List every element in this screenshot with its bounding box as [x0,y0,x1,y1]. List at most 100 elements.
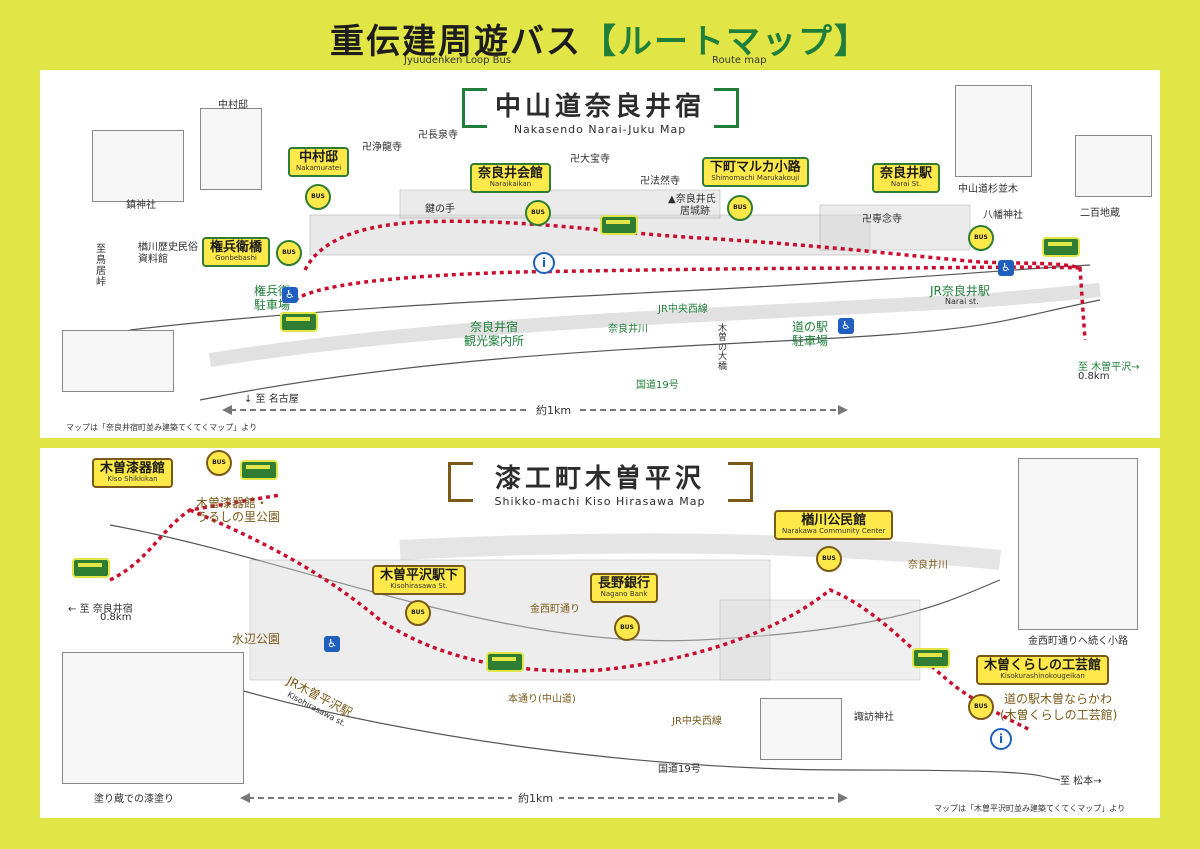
title-bracket-right [728,462,753,502]
label-to-matsumoto: 至 松本→ [1060,776,1102,787]
bus-stop-pin-kisohirasawa[interactable]: BUS [405,600,431,626]
label-roadside2: 駐車場 [792,334,829,348]
stop-naraikaikan-jp: 奈良井会館 [478,166,544,181]
scale-label-bottom: 約1km [512,790,560,806]
title-main: 重伝建周遊バス [330,22,582,62]
label-chinju: 鎮神社 [126,200,156,211]
bus-icon [280,312,318,332]
stop-nakamuratei-jp: 中村邸 [299,150,339,165]
label-to-kiso-dist: 0.8km [1078,371,1110,382]
label-michinoeki2: (木曽くらしの工芸館) [1000,708,1118,722]
credit-top: マップは「奈良井宿町並み建築てくてくマップ」より [66,423,258,432]
bus-stop-pin-naraikaikan[interactable]: BUS [525,200,551,226]
stop-shimomachi[interactable]: 下町マルカ小路 Shimomachi Marukakouji [702,157,809,187]
label-jr-narai-en: Narai st. [945,297,979,306]
stop-gonbebashi-jp: 権兵衛橋 [210,240,263,255]
stop-kurashi-kougeikan[interactable]: 木曽くらしの工芸館 Kisokurashinokougeikan [976,655,1110,685]
stop-kiso-shikkikan[interactable]: 木曽漆器館 Kiso Shikkikan [92,458,174,488]
stop-kisohirasawa-en: Kisohirasawa St. [390,582,448,591]
bus-icon [240,460,278,480]
label-hotakuji: 卍法然寺 [640,176,680,187]
info-icon[interactable]: i [533,252,555,274]
road-19-bottom [239,689,1061,781]
label-kagi: 鍵の手 [425,204,455,215]
stop-kisohirasawa-jp: 木曽平沢駅下 [380,568,459,583]
label-gonbe-parking: 権兵衛 [254,284,291,298]
bus-stop-pin-nakamuratei[interactable]: BUS [305,184,331,210]
bus-stop-pin-gonbebashi[interactable]: BUS [276,240,302,266]
label-daihoji: 卍大宝寺 [570,154,610,165]
label-narai-ruins: ▲奈良井氏 [668,194,716,205]
label-narai-info: 奈良井宿 [470,320,519,334]
sketch-suwa-shrine [760,698,842,760]
bus-stop-pin-kurashi[interactable]: BUS [968,694,994,720]
title-bracket-left [448,462,473,502]
sketch-shrine [92,130,184,202]
credit-bottom: マップは「木曽平沢町並み建築てくてくマップ」より [934,804,1126,813]
label-route19-top: 国道19号 [636,380,679,391]
sketch-lacquer-workshop [62,652,244,784]
stop-nagano-bank[interactable]: 長野銀行 Nagano Bank [590,573,659,603]
stop-shikkikan-en: Kiso Shikkikan [107,475,158,484]
label-to-narai: ← 至 奈良井宿 [68,604,133,615]
stop-nagano-en: Nagano Bank [600,590,648,599]
label-jorakuji: 卍浄龍寺 [362,142,402,153]
bus-stop-pin-narakawa[interactable]: BUS [816,546,842,572]
label-senjuji: 卍専念寺 [862,214,902,225]
restroom-icon: ♿ [324,636,340,652]
stop-naraikaikan-en: Naraikaikan [489,180,532,189]
label-to-nagoya: ↓ 至 名古屋 [244,394,299,405]
subtitle-route: Route map [712,55,767,66]
label-urushi-park: 木曽漆器館・ [196,496,269,510]
stop-narakawa-jp: 楢川公民館 [801,513,867,528]
bus-stop-pin-nagano[interactable]: BUS [614,615,640,641]
narai-map-title: 中山道奈良井宿 Nakasendo Narai-Juku Map [480,86,720,136]
label-jr-line-bottom: JR中央西線 [672,716,722,727]
label-museum: 楢川歴史民俗 [138,242,198,253]
title-route: 【ルートマップ】 [582,22,870,62]
bus-stop-pin-shikkikan[interactable]: BUS [206,450,232,476]
stop-naraikaikan[interactable]: 奈良井会館 Naraikaikan [470,163,552,193]
stop-narai-st-jp: 奈良井駅 [880,166,933,181]
stop-narai-st-en: Narai St. [890,180,922,189]
label-nakamura: 中村邸 [218,100,248,111]
label-to-kiso: 至 木曽平沢→ [1078,362,1140,373]
stop-narai-st[interactable]: 奈良井駅 Narai St. [872,163,941,193]
stop-gonbebashi[interactable]: 権兵衛橋 Gonbebashi [202,237,271,267]
label-alley: 金西町通りへ続く小路 [1028,636,1128,647]
label-narai-ruins2: 居城跡 [680,206,710,217]
label-narai-river: 奈良井川 [608,324,648,335]
bus-route-bottom-b [189,508,1031,732]
stop-kurashi-en: Kisokurashinokougeikan [1000,672,1085,681]
label-kiso-ohashi: 木曽の大橋 [718,324,728,372]
narai-title-en: Nakasendo Narai-Juku Map [513,123,687,136]
road-19-top [199,299,1101,401]
page-title: 重伝建周遊バス【ルートマップ】 [0,14,1200,63]
bus-icon [1042,237,1080,257]
hirasawa-map-title: 漆工町木曽平沢 Shikko-machi Kiso Hirasawa Map [470,458,730,508]
bus-stop-pin-narai-st[interactable]: BUS [968,225,994,251]
label-suwa: 諏訪神社 [854,712,894,723]
stop-narakawa-center[interactable]: 楢川公民館 Narakawa Community Center [774,510,894,540]
label-to-narai-dist: 0.8km [100,612,132,623]
label-lacquer: 塗り蔵での漆塗り [94,794,174,805]
label-roadside: 道の駅 [792,320,829,334]
bus-stop-pin-shimomachi[interactable]: BUS [727,195,753,221]
river-bottom [399,533,1001,570]
stop-nakamuratei[interactable]: 中村邸 Nakamuratei [288,147,350,177]
stop-narakawa-en: Narakawa Community Center [782,527,886,536]
label-museum2: 資料館 [138,254,168,265]
label-hondori: 本通り(中山道) [508,694,576,705]
stop-kisohirasawa[interactable]: 木曽平沢駅下 Kisohirasawa St. [372,565,467,595]
label-michinoeki: 道の駅木曽ならかわ [1004,692,1113,706]
label-chosenji: 卍長泉寺 [418,130,458,141]
houses-bottom [249,559,921,681]
label-urushi-park2: うるしの里公園 [196,510,281,524]
info-icon[interactable]: i [990,728,1012,750]
stop-kurashi-jp: 木曽くらしの工芸館 [984,658,1102,673]
label-to-torii: 至 鳥居峠 [96,244,106,288]
sketch-alley [1018,458,1138,630]
scale-label-top: 約1km [530,402,578,418]
title-bracket-left [462,88,487,128]
label-jr-line-top: JR中央西線 [658,304,708,315]
